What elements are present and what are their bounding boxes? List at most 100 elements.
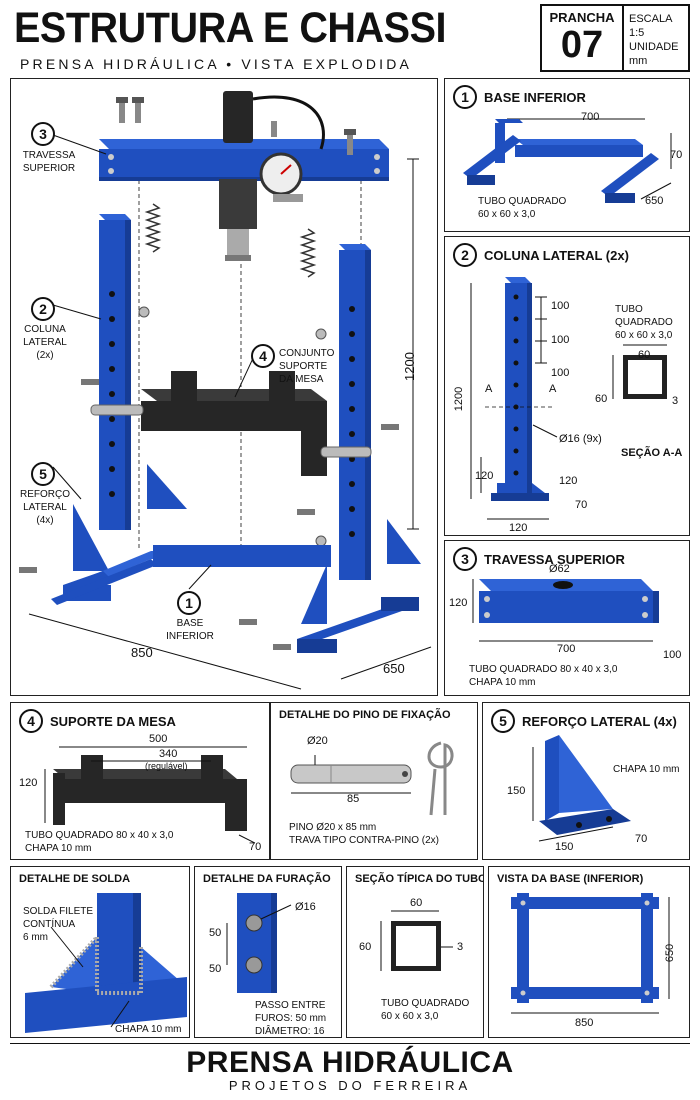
sheet-number-cell: PRANCHA 07 bbox=[542, 6, 624, 70]
panel-section-title: SEÇÃO TÍPICA DO TUBO bbox=[355, 873, 484, 885]
panel-bottom-heading: VISTA DA BASE (INFERIOR) bbox=[497, 873, 644, 885]
callout-4-text: CONJUNTO SUPORTE DA MESA bbox=[279, 348, 335, 385]
column-section-width: 60 bbox=[638, 349, 651, 361]
callout-4-label: CONJUNTO SUPORTE DA MESA bbox=[279, 347, 334, 386]
table-dim-adjust-note: (regulável) bbox=[145, 761, 188, 771]
table-dim-adjust: 340 bbox=[159, 748, 178, 760]
panel-table-heading: SUPORTE DA MESA bbox=[50, 713, 176, 729]
pin-note: PINO Ø20 x 85 mm TRAVA TIPO CONTRA-PINO … bbox=[289, 822, 440, 846]
panel-tube-section: SEÇÃO TÍPICA DO TUBO 60 60 3 TUBO QUADRA… bbox=[346, 866, 484, 1038]
callout-1-label: BASE INFERIOR bbox=[163, 617, 217, 643]
column-dim-bottom: 120 bbox=[475, 470, 494, 482]
panel-table-support: 4 SUPORTE DA MESA 500 340 (regulável) 12… bbox=[10, 702, 270, 860]
panel-column: 2 COLUNA LATERAL (2x) 100 100 100 1200 1… bbox=[444, 236, 690, 536]
section-dim-width: 60 bbox=[410, 897, 423, 909]
column-section-height: 60 bbox=[595, 393, 608, 405]
section-mark-left: A bbox=[485, 383, 493, 395]
callout-3-label: TRAVESSA SUPERIOR bbox=[17, 149, 81, 175]
panel-bottom-view: VISTA DA BASE (INFERIOR) 650 850 bbox=[488, 866, 690, 1038]
section-note: TUBO QUADRADO 60 x 60 x 3,0 bbox=[381, 998, 470, 1022]
panel-weld-title: DETALHE DE SOLDA bbox=[19, 873, 130, 885]
panel-gusset-heading: REFORÇO LATERAL (4x) bbox=[522, 713, 677, 729]
base-note: TUBO QUADRADO 60 x 60 x 3,0 bbox=[478, 196, 567, 220]
dim-overall-height: 1200 bbox=[401, 352, 417, 381]
footer-subtitle: PROJETOS DO FERREIRA bbox=[228, 1078, 472, 1093]
panel-holes-detail: DETALHE DA FURAÇÃO Ø16 50 50 PASSO ENTRE… bbox=[194, 866, 342, 1038]
column-dim-foot-a: 120 bbox=[559, 475, 578, 487]
exploded-view-panel: 3 TRAVESSA SUPERIOR 2 COLUNA LATERAL (2x… bbox=[10, 78, 438, 696]
callout-5-text: REFORÇO LATERAL (4x) bbox=[20, 489, 70, 526]
table-note: TUBO QUADRADO 80 x 40 x 3,0 CHAPA 10 mm bbox=[25, 830, 174, 854]
holes-note: PASSO ENTRE FUROS: 50 mm DIÂMETRO: 16 mm bbox=[255, 1000, 327, 1037]
panel-section-heading: SEÇÃO TÍPICA DO TUBO bbox=[355, 873, 484, 885]
callout-1-marker: 1 bbox=[177, 591, 201, 615]
footer-divider bbox=[10, 1043, 690, 1044]
callout-5-marker: 5 bbox=[31, 462, 55, 486]
callout-2-label: COLUNA LATERAL (2x) bbox=[17, 323, 73, 362]
crossbar-drawing bbox=[472, 579, 659, 642]
crossbar-dim-depth: 100 bbox=[663, 649, 682, 661]
dim-overall-depth: 650 bbox=[383, 661, 405, 676]
dim-overall-width: 850 bbox=[131, 645, 153, 660]
base-dim-length: 700 bbox=[581, 111, 600, 123]
panel-crossbar-number: 3 bbox=[453, 547, 477, 571]
crossbar-hole-label: Ø62 bbox=[549, 563, 570, 575]
section-drawing bbox=[380, 910, 453, 971]
column-dim-pitch-1: 100 bbox=[551, 300, 570, 312]
panel-pin-title: DETALHE DO PINO DE FIXAÇÃO bbox=[279, 709, 451, 721]
crossbar-note: TUBO QUADRADO 80 x 40 x 3,0 CHAPA 10 mm bbox=[469, 664, 618, 688]
base-dim-height: 70 bbox=[670, 149, 683, 161]
panel-crossbar: 3 TRAVESSA SUPERIOR Ø62 120 700 100 TUBO… bbox=[444, 540, 690, 696]
panel-crossbar-heading: TRAVESSA SUPERIOR bbox=[484, 551, 625, 567]
panel-base: 1 BASE INFERIOR 700 70 650 TUBO QUADRADO… bbox=[444, 78, 690, 232]
gusset-dim-height: 150 bbox=[507, 785, 526, 797]
section-dim-wall: 3 bbox=[457, 941, 464, 953]
panel-gusset-title: 5 REFORÇO LATERAL (4x) bbox=[491, 709, 677, 733]
panel-table-number: 4 bbox=[19, 709, 43, 733]
page-title: ESTRUTURA E CHASSI bbox=[14, 4, 447, 52]
sheet-label: PRANCHA bbox=[549, 10, 615, 25]
column-dim-foot-c: 120 bbox=[509, 522, 528, 534]
table-dim-height: 120 bbox=[19, 777, 38, 789]
column-hole-label: Ø16 (9x) bbox=[559, 433, 602, 445]
panel-column-number: 2 bbox=[453, 243, 477, 267]
panel-pin-heading: DETALHE DO PINO DE FIXAÇÃO bbox=[279, 709, 451, 721]
column-dim-pitch-3: 100 bbox=[551, 367, 570, 379]
table-drawing bbox=[44, 746, 256, 844]
column-section-label: SEÇÃO A-A bbox=[621, 447, 683, 459]
pin-dim-length: 85 bbox=[347, 793, 360, 805]
panel-bottom-title: VISTA DA BASE (INFERIOR) bbox=[497, 873, 643, 885]
column-dim-pitch-2: 100 bbox=[551, 334, 570, 346]
section-dim-height: 60 bbox=[359, 941, 372, 953]
weld-plate-note: CHAPA 10 mm bbox=[115, 1024, 182, 1035]
page-subtitle: PRENSA HIDRÁULICA • VISTA EXPLODIDA bbox=[20, 56, 413, 72]
unit-label: UNIDADE bbox=[629, 41, 679, 53]
panel-table-title: 4 SUPORTE DA MESA bbox=[19, 709, 176, 733]
callout-1-text: BASE INFERIOR bbox=[166, 618, 214, 642]
base-dim-depth: 650 bbox=[645, 195, 664, 207]
bottom-dim-width: 850 bbox=[575, 1017, 594, 1029]
gusset-dim-depth: 70 bbox=[635, 833, 648, 845]
panel-base-number: 1 bbox=[453, 85, 477, 109]
callout-3-text: TRAVESSA SUPERIOR bbox=[22, 150, 76, 174]
sheet-info-box: PRANCHA 07 ESCALA 1:5 UNIDADE mm bbox=[540, 4, 690, 72]
table-dim-length: 500 bbox=[149, 733, 168, 745]
callout-4-marker: 4 bbox=[251, 344, 275, 368]
bottom-view-drawing bbox=[511, 893, 670, 1014]
pin-drawing bbox=[290, 741, 454, 816]
panel-weld-detail: DETALHE DE SOLDA SOLDA FILETE CONTÍNUA 6… bbox=[10, 866, 190, 1038]
panel-base-heading: BASE INFERIOR bbox=[484, 89, 586, 105]
holes-dim-pitch-2: 50 bbox=[209, 963, 222, 975]
crossbar-dim-length: 700 bbox=[557, 643, 576, 655]
panel-weld-heading: DETALHE DE SOLDA bbox=[19, 873, 131, 885]
column-tube-note: TUBO QUADRADO 60 x 60 x 3,0 bbox=[615, 304, 673, 341]
scale-unit-cell: ESCALA 1:5 UNIDADE mm bbox=[624, 6, 688, 70]
panel-holes-title: DETALHE DA FURAÇÃO bbox=[203, 873, 331, 885]
weld-drawing bbox=[25, 893, 187, 1033]
panel-crossbar-title: 3 TRAVESSA SUPERIOR bbox=[453, 547, 625, 571]
callout-2-text: COLUNA LATERAL (2x) bbox=[23, 324, 67, 361]
panel-pin-detail: DETALHE DO PINO DE FIXAÇÃO Ø20 85 PINO Ø… bbox=[270, 702, 478, 860]
section-mark-right: A bbox=[549, 383, 557, 395]
callout-5-label: REFORÇO LATERAL (4x) bbox=[17, 488, 73, 527]
column-drawing bbox=[470, 277, 667, 520]
